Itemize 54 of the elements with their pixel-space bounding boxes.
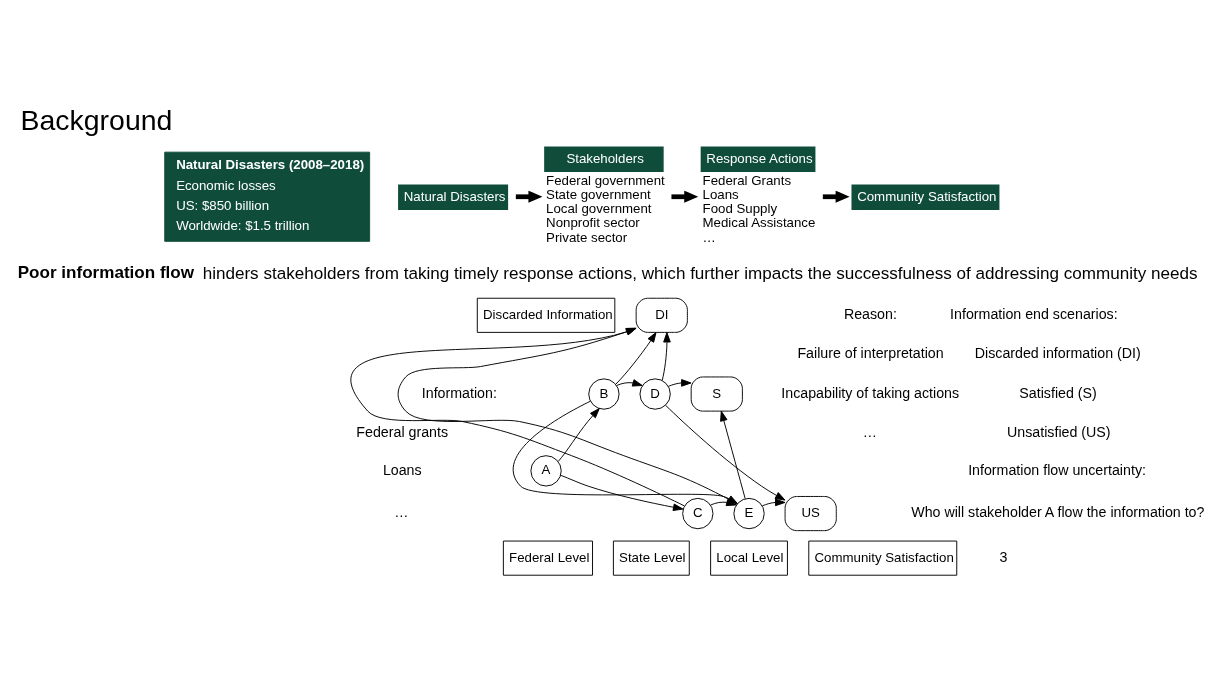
arrow xyxy=(671,190,699,203)
node-box: Federal Level xyxy=(502,540,593,576)
arrow xyxy=(350,327,685,506)
node-box: Local Level xyxy=(710,540,788,576)
arrow xyxy=(557,407,600,462)
arrow xyxy=(665,404,786,501)
node-box: Natural Disasters xyxy=(398,183,509,210)
label: Information end scenarios: xyxy=(950,305,1118,322)
diagram-title: Background xyxy=(20,103,173,136)
node-circle: E xyxy=(733,497,765,529)
node-label: Loans xyxy=(702,186,739,202)
label: Reason: xyxy=(843,305,897,322)
node-label: Food Supply xyxy=(702,200,778,216)
node-box: Response Actions xyxy=(700,146,816,172)
label: Information flow uncertainty: xyxy=(968,461,1146,478)
node-label: Federal government xyxy=(546,172,665,188)
arrow xyxy=(822,190,850,203)
node-box: Community Satisfaction xyxy=(851,183,1000,210)
label: Satisfied (S) xyxy=(1019,384,1097,401)
label: Poor information flow hinders stakeholders from taking timely response actions, which further impacts the successfulness of addressing community needs xyxy=(17,262,1198,283)
arrow xyxy=(615,331,657,384)
node-box: DI xyxy=(635,297,688,333)
arrow xyxy=(616,378,643,387)
node-box: US xyxy=(784,495,837,531)
label: Unsatisfied (US) xyxy=(1007,423,1111,440)
arrow xyxy=(761,498,786,506)
label: Federal grants xyxy=(356,423,449,440)
node-circle: B xyxy=(588,377,620,410)
arrow xyxy=(661,331,671,381)
arrow xyxy=(667,378,692,387)
arrow xyxy=(560,474,684,511)
node-circle: D xyxy=(639,377,671,410)
node-box: Discarded Information xyxy=(476,297,616,333)
node-box: Community Satisfaction xyxy=(808,540,958,576)
label: 3 xyxy=(999,548,1008,565)
node-circle: A xyxy=(530,454,562,487)
node-label: Federal Grants xyxy=(702,172,792,188)
node-box: State Level xyxy=(612,540,690,576)
arrow xyxy=(720,410,746,499)
node-box: Stakeholders xyxy=(544,146,664,172)
node-circle: C xyxy=(682,497,714,529)
label: Failure of interpretation xyxy=(797,344,944,361)
node-label: Private sector xyxy=(546,229,628,245)
label: Incapability of taking actions xyxy=(781,384,960,401)
arrow xyxy=(710,498,737,506)
node-box: Natural Disasters (2008–2018) Economic losses US: $850 billion Worldwide: $1.5 trillion xyxy=(164,151,371,242)
label: … xyxy=(394,503,409,520)
label: Discarded information (DI) xyxy=(974,344,1141,361)
node-box: S xyxy=(690,376,743,412)
label: Loans xyxy=(382,461,422,478)
label: … xyxy=(862,423,878,440)
label: Information: xyxy=(421,384,497,401)
node-label: … xyxy=(702,229,716,245)
label: Who will stakeholder A flow the information to? xyxy=(911,503,1205,520)
